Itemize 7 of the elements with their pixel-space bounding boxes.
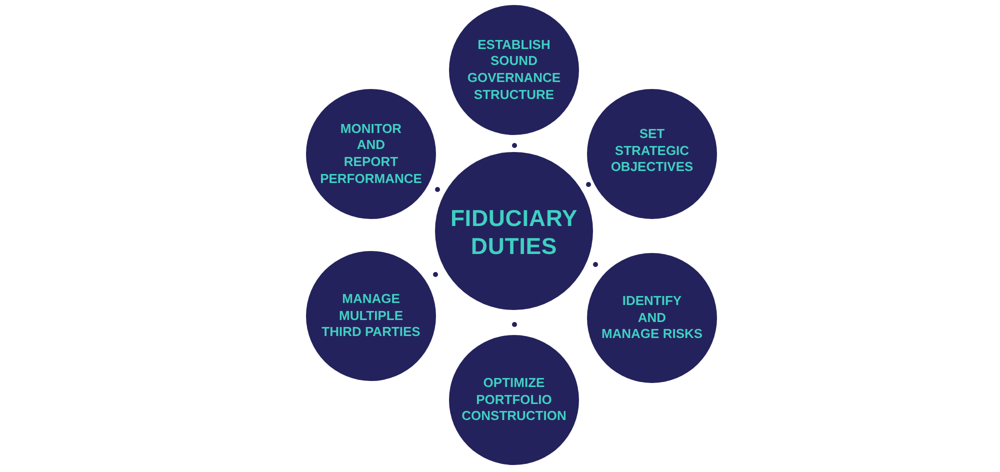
- duty-label: MONITOR AND REPORT PERFORMANCE: [320, 120, 422, 188]
- duty-label: SET STRATEGIC OBJECTIVES: [610, 126, 694, 176]
- duty-label: OPTIMIZE PORTFOLIO CONSTRUCTION: [462, 375, 566, 425]
- duty-label: ESTABLISH SOUND GOVERNANCE STRUCTURE: [467, 36, 561, 104]
- duty-label: IDENTIFY AND MANAGE RISKS: [601, 293, 703, 343]
- hub-title: FIDUCIARY DUTIES: [450, 204, 578, 260]
- duty-label: MANAGE MULTIPLE THIRD PARTIES: [322, 291, 420, 341]
